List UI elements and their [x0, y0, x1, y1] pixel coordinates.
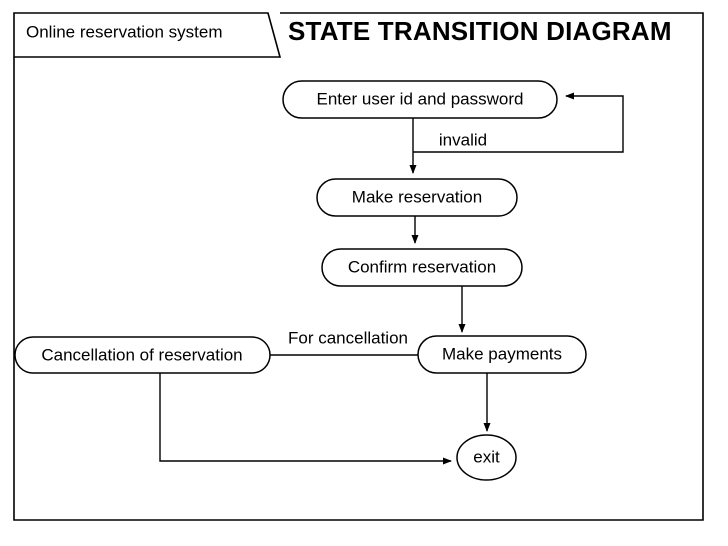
state-node-exit[interactable]: exit — [456, 434, 517, 481]
state-node-label: exit — [473, 447, 500, 466]
header-tab-label: Online reservation system — [26, 22, 223, 41]
page-title: STATE TRANSITION DIAGRAM — [288, 16, 672, 46]
state-node-label: Confirm reservation — [348, 257, 496, 276]
state-node-label: Enter user id and password — [317, 89, 524, 108]
state-node-cancellation-of-reservation[interactable]: Cancellation of reservation — [14, 336, 271, 374]
state-node-make-reservation[interactable]: Make reservation — [316, 178, 518, 217]
edge-label-invalid: invalid — [439, 130, 487, 149]
state-node-label: Make payments — [442, 344, 562, 363]
edge-cancellation-to-exit — [159, 373, 452, 465]
edge-invalid-loop: invalid — [413, 92, 624, 153]
state-node-confirm-reservation[interactable]: Confirm reservation — [321, 248, 523, 287]
header-tab[interactable]: Online reservation system — [13, 12, 282, 58]
state-node-label: Make reservation — [352, 187, 482, 206]
slide-frame — [13, 12, 704, 521]
state-node-enter-user-id[interactable]: Enter user id and password — [282, 80, 558, 119]
edge-label-for-cancellation: For cancellation — [288, 328, 408, 347]
state-node-label: Cancellation of reservation — [41, 345, 242, 364]
state-node-make-payments[interactable]: Make payments — [417, 335, 587, 374]
edge-cancellation-to-payments: For cancellation — [262, 328, 430, 356]
